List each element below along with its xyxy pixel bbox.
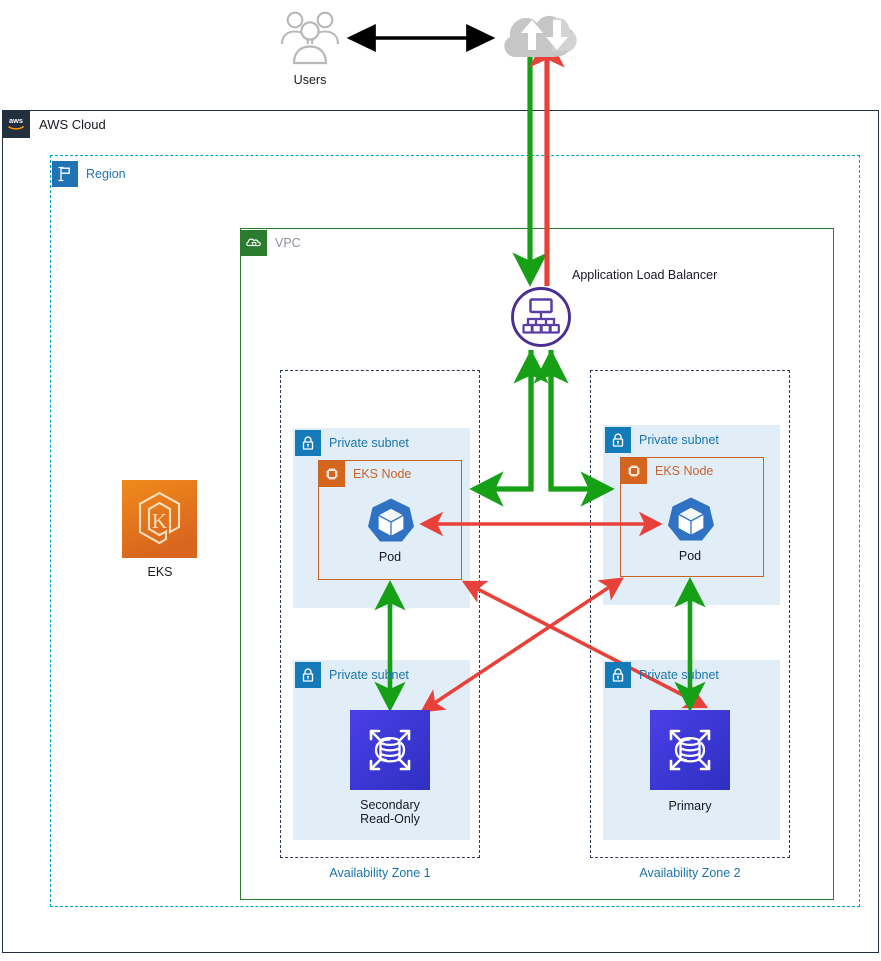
primary-database-label: Primary — [668, 799, 712, 813]
vpc-cloud-icon — [241, 230, 267, 256]
eks-logo-icon: K — [122, 480, 197, 558]
secondary-database-label: Secondary Read-Only — [330, 798, 450, 826]
availability-zone-1-label: Availability Zone 1 — [329, 866, 431, 880]
chip-icon — [621, 458, 647, 484]
connection-alb-to-eks-node-az2 — [533, 349, 615, 507]
availability-zone-2-label: Availability Zone 2 — [639, 866, 741, 880]
vpc-header: VPC — [241, 230, 301, 256]
lock-icon — [605, 662, 631, 688]
users-label: Users — [293, 73, 327, 87]
eks-node-az1-header: EKS Node — [319, 461, 411, 487]
private-subnet-label: Private subnet — [329, 668, 409, 682]
aws-cloud-header: aws AWS Cloud — [2, 110, 106, 138]
eks-node-az2-header: EKS Node — [621, 458, 713, 484]
aurora-database-icon — [350, 710, 430, 790]
private-subnet-az2-data-header: Private subnet — [605, 662, 719, 688]
application-load-balancer-label: Application Load Balancer — [572, 268, 718, 282]
aws-cloud-label: AWS Cloud — [39, 116, 106, 132]
secondary-database-label-line1: Secondary — [360, 798, 420, 812]
region-flag-icon — [52, 161, 78, 187]
private-subnet-az2-compute-header: Private subnet — [605, 427, 719, 453]
eks-node-label: EKS Node — [353, 467, 412, 481]
private-subnet-label: Private subnet — [329, 436, 409, 450]
region-label: Region — [86, 167, 126, 181]
lock-icon — [295, 662, 321, 688]
region-header: Region — [52, 161, 126, 187]
pod-az2-label: Pod — [678, 549, 702, 563]
svg-text:aws: aws — [9, 116, 23, 125]
eks-service-label: EKS — [147, 565, 173, 579]
svg-text:K: K — [152, 509, 167, 533]
region-container — [50, 155, 860, 907]
connection-eks-az2-secondary-db — [420, 577, 624, 713]
private-subnet-label: Private subnet — [639, 668, 719, 682]
pod-az1-label: Pod — [378, 550, 402, 564]
internet-cloud-icon — [498, 4, 582, 66]
aurora-database-icon — [650, 710, 730, 790]
lock-icon — [295, 430, 321, 456]
vpc-container — [240, 228, 834, 900]
secondary-database-label-line2: Read-Only — [360, 812, 420, 826]
kubernetes-pod-icon — [665, 496, 717, 546]
private-subnet-az1-data-header: Private subnet — [295, 662, 409, 688]
eks-node-label: EKS Node — [655, 464, 714, 478]
aws-logo-icon: aws — [2, 110, 30, 138]
application-load-balancer-icon — [510, 286, 572, 348]
vpc-label: VPC — [275, 236, 301, 250]
lock-icon — [605, 427, 631, 453]
private-subnet-label: Private subnet — [639, 433, 719, 447]
connection-alb-to-eks-node-az1 — [469, 349, 549, 507]
users-icon — [276, 8, 344, 66]
private-subnet-az1-compute-header: Private subnet — [295, 430, 409, 456]
kubernetes-pod-icon — [365, 497, 417, 547]
chip-icon — [319, 461, 345, 487]
